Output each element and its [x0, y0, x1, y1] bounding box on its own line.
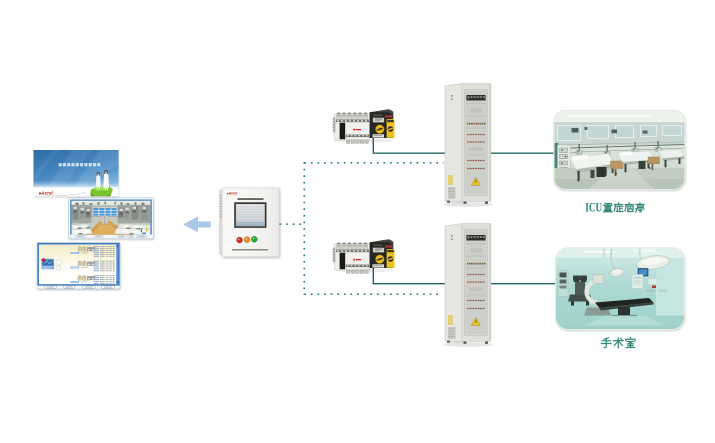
svg-text:ICU: ICU: [585, 201, 602, 215]
svg-text:▸Acrel: ▸Acrel: [226, 192, 237, 196]
svg-text:▸Acrel: ▸Acrel: [38, 190, 54, 195]
